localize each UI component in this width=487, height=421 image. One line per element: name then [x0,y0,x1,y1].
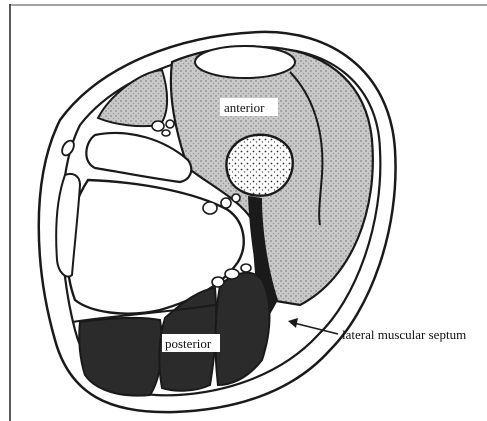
bone [226,135,292,196]
top-oval-muscle [195,46,295,78]
anterior-label: anterior [224,100,265,115]
septum-label: lateral muscular septum [342,327,466,342]
posterior-label: posterior [165,336,212,351]
